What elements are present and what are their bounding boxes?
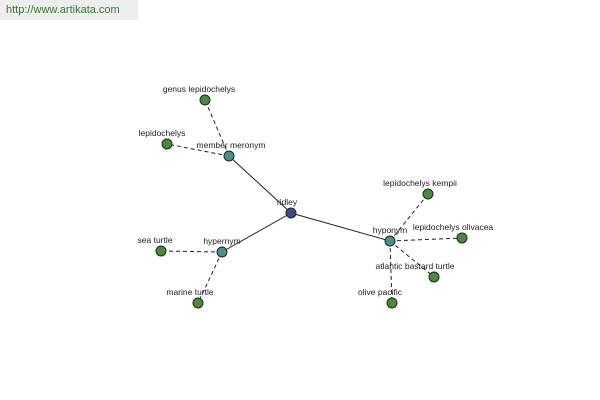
edge-hypernym-sea-turtle bbox=[160, 250, 223, 253]
label-marine-turtle: marine turtle bbox=[166, 287, 214, 297]
node-lepidochelys-kempii[interactable] bbox=[422, 188, 434, 200]
edge-hyponym-olive-pacific bbox=[389, 240, 393, 304]
node-ridley[interactable] bbox=[285, 207, 297, 219]
graph-edges bbox=[160, 99, 463, 304]
label-sea-turtle: sea turtle bbox=[138, 235, 173, 245]
node-lepidochelys-olivacea[interactable] bbox=[456, 232, 468, 244]
graph-labels: ridley member meronym hypernym hyponym genus… bbox=[138, 84, 494, 297]
label-atlantic-bastard-turtle: atlantic bastard turtle bbox=[376, 261, 455, 271]
node-lepidochelys[interactable] bbox=[161, 138, 173, 150]
edge-hyponym-atlantic-bastard-turtle bbox=[389, 240, 435, 278]
label-hypernym: hypernym bbox=[203, 236, 240, 246]
graph-nodes bbox=[155, 94, 468, 309]
label-genus-lepidochelys: genus lepidochelys bbox=[163, 84, 235, 94]
source-banner: http://www.artikata.com bbox=[0, 0, 138, 20]
node-hypernym[interactable] bbox=[216, 246, 228, 258]
node-genus-lepidochelys[interactable] bbox=[199, 94, 211, 106]
label-ridley: ridley bbox=[277, 197, 298, 207]
edge-member-meronym-genus-lepidochelys bbox=[204, 99, 230, 157]
node-marine-turtle[interactable] bbox=[192, 297, 204, 309]
label-lepidochelys: lepidochelys bbox=[139, 128, 186, 138]
label-lepidochelys-olivacea: lepidochelys olivacea bbox=[413, 222, 494, 232]
edge-center-hypernym bbox=[221, 212, 292, 253]
edge-hyponym-lepidochelys-olivacea bbox=[389, 237, 463, 242]
edge-hypernym-marine-turtle bbox=[197, 251, 223, 304]
node-atlantic-bastard-turtle[interactable] bbox=[428, 271, 440, 283]
label-olive-pacific: olive pacific bbox=[358, 287, 403, 297]
edge-center-member-meronym bbox=[228, 155, 292, 214]
edge-member-meronym-lepidochelys bbox=[166, 143, 230, 157]
node-hyponym[interactable] bbox=[384, 235, 396, 247]
edge-center-hyponym bbox=[290, 212, 391, 242]
label-member-meronym: member meronym bbox=[197, 140, 266, 150]
label-lepidochelys-kempii: lepidochelys kempii bbox=[383, 178, 457, 188]
node-member-meronym[interactable] bbox=[223, 150, 235, 162]
node-sea-turtle[interactable] bbox=[155, 245, 167, 257]
node-olive-pacific[interactable] bbox=[386, 297, 398, 309]
source-url-link[interactable]: http://www.artikata.com bbox=[6, 4, 120, 16]
edge-hyponym-lepidochelys-kempii bbox=[389, 193, 429, 242]
label-hyponym: hyponym bbox=[373, 225, 408, 235]
